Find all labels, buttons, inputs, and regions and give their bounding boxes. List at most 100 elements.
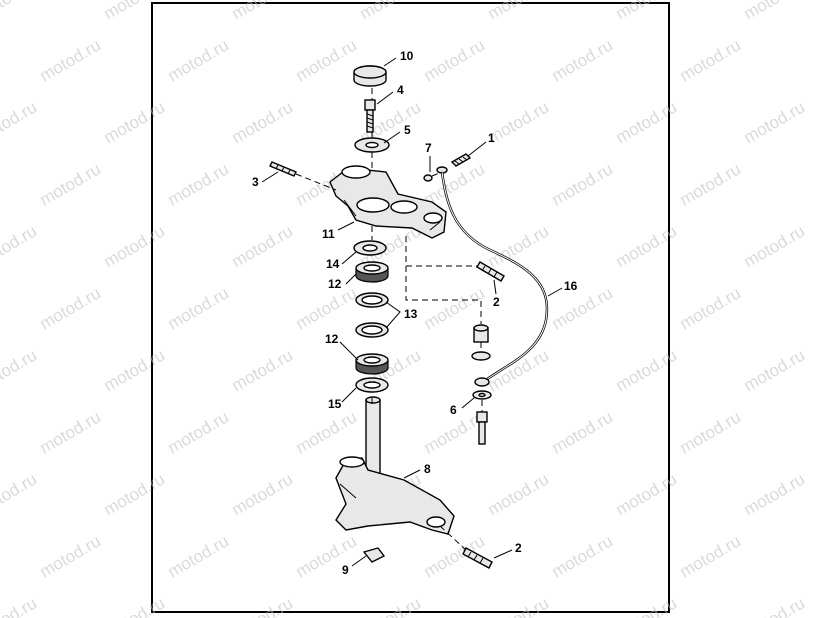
watermark-text: motod.ru <box>485 469 553 519</box>
watermark-text: motod.ru <box>549 283 617 333</box>
part-upper-clamp <box>329 165 447 239</box>
part-washer-top <box>354 137 390 153</box>
callout-7: 7 <box>425 141 432 155</box>
part-seal-lower <box>355 377 389 393</box>
watermark-text: motod.ru <box>229 97 297 147</box>
watermark-text: motod.ru <box>37 407 105 457</box>
watermark-text: motod.ru <box>0 0 40 23</box>
watermark-text: motod.ru <box>229 0 297 23</box>
watermark-text: motod.ru <box>101 0 169 23</box>
part-pinch-bolt-lower <box>462 547 493 569</box>
callout-6: 6 <box>450 403 457 417</box>
watermark-text: motod.ru <box>741 593 809 618</box>
callout-11: 11 <box>322 227 335 241</box>
watermark-text: motod.ru <box>37 35 105 85</box>
callout-12-upper: 12 <box>328 277 342 291</box>
assembly-lines <box>295 88 483 551</box>
watermark-text: motod.ru <box>165 35 233 85</box>
watermark-text: motod.ru <box>165 407 233 457</box>
watermark-text: motod.ru <box>613 97 681 147</box>
watermark-text: motod.ru <box>0 221 40 271</box>
part-bearing-lower <box>355 353 389 375</box>
watermark-text: motod.ru <box>229 593 297 618</box>
watermark-text: motod.ru <box>229 469 297 519</box>
watermark-text: motod.ru <box>549 407 617 457</box>
part-pinch-bolt-upper <box>471 261 505 361</box>
part-seal <box>353 240 387 256</box>
watermark-text: motod.ru <box>421 35 489 85</box>
watermark-text: motod.ru <box>101 469 169 519</box>
watermark-text: motod.ru <box>229 221 297 271</box>
callout-2-lower: 2 <box>515 541 522 555</box>
watermark-text: motod.ru <box>101 221 169 271</box>
watermark-text: motod.ru <box>293 407 361 457</box>
watermark-text: motod.ru <box>549 531 617 581</box>
callout-1: 1 <box>488 131 495 145</box>
watermark-text: motod.ru <box>677 407 745 457</box>
callout-2-upper: 2 <box>493 295 500 309</box>
watermark-text: motod.ru <box>165 531 233 581</box>
watermark-text: motod.ru <box>741 345 809 395</box>
watermark-text: motod.ru <box>37 159 105 209</box>
callout-8: 8 <box>424 462 431 476</box>
watermark-text: motod.ru <box>613 345 681 395</box>
watermark-text: motod.ru <box>165 283 233 333</box>
watermark-text: motod.ru <box>741 97 809 147</box>
watermark-text: motod.ru <box>549 159 617 209</box>
callout-10: 10 <box>400 49 414 63</box>
watermark-text: motod.ru <box>293 531 361 581</box>
callout-4: 4 <box>397 83 404 97</box>
watermark-text: motod.ru <box>741 0 809 23</box>
callout-16: 16 <box>564 279 578 293</box>
watermark-text: motod.ru <box>677 159 745 209</box>
callout-5: 5 <box>404 123 411 137</box>
part-bolt-right <box>436 153 472 174</box>
watermark-text: motod.ru <box>485 0 553 23</box>
part-cap <box>353 65 387 87</box>
callout-13: 13 <box>404 307 418 321</box>
watermark-text: motod.ru <box>293 35 361 85</box>
watermark-text: motod.ru <box>677 531 745 581</box>
watermark-text: motod.ru <box>293 283 361 333</box>
watermark-text: motod.ru <box>0 593 40 618</box>
watermark-text: motod.ru <box>37 283 105 333</box>
part-bolt-left <box>269 161 297 177</box>
watermark-text: motod.ru <box>357 0 425 23</box>
part-race-lower <box>355 322 389 338</box>
watermark-text: motod.ru <box>549 35 617 85</box>
watermark-text: motod.ru <box>0 97 40 147</box>
watermark-text: motod.ru <box>101 593 169 618</box>
callout-12-lower: 12 <box>325 332 339 346</box>
watermark-text: motod.ru <box>485 345 553 395</box>
part-bearing-upper <box>355 261 389 283</box>
callout-14: 14 <box>326 257 340 271</box>
watermark-text: motod.ru <box>165 159 233 209</box>
watermark-text: motod.ru <box>101 345 169 395</box>
watermark-text: motod.ru <box>101 97 169 147</box>
leader-lines <box>261 57 563 567</box>
watermark-text: motod.ru <box>485 593 553 618</box>
watermark-text: motod.ru <box>0 345 40 395</box>
watermark-text: motod.ru <box>0 469 40 519</box>
callouts: 10 4 5 7 1 3 11 14 12 13 12 15 2 16 6 8 … <box>252 49 578 577</box>
watermark-text: motod.ru <box>613 0 681 23</box>
watermark-text: motod.ru <box>229 345 297 395</box>
part-clip <box>423 174 433 182</box>
watermark-text: motod.ru <box>37 531 105 581</box>
watermark-text: motod.ru <box>613 593 681 618</box>
part-cable <box>440 171 549 387</box>
part-bolt-top <box>364 99 376 133</box>
watermark-text: motod.ru <box>357 593 425 618</box>
watermark-text: motod.ru <box>613 221 681 271</box>
part-race-upper <box>355 292 389 308</box>
callout-3: 3 <box>252 175 259 189</box>
watermark-text: motod.ru <box>741 469 809 519</box>
watermark-text: motod.ru <box>613 469 681 519</box>
part-clip-lower <box>362 547 386 563</box>
watermark-text: motod.ru <box>741 221 809 271</box>
callout-15: 15 <box>328 397 342 411</box>
callout-9: 9 <box>342 563 349 577</box>
watermark-text: motod.ru <box>677 283 745 333</box>
